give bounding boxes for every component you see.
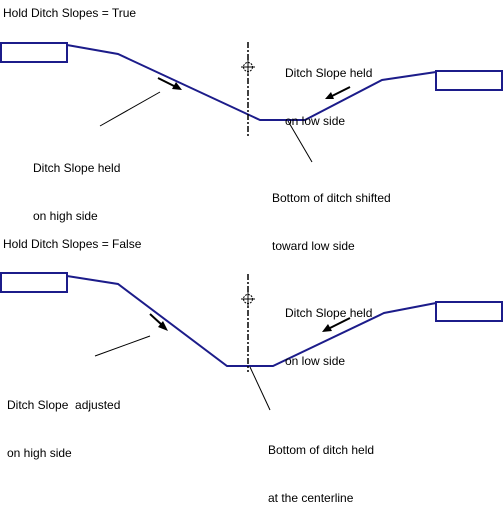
bottom-right-curb bbox=[435, 301, 503, 322]
top-bottom-label: Bottom of ditch shifted toward low side bbox=[272, 158, 391, 270]
bottom-low-side-label: Ditch Slope held on low side bbox=[285, 273, 372, 385]
bottom-high-side-label-line1: Ditch Slope adjusted bbox=[7, 398, 121, 412]
top-diagram bbox=[0, 42, 503, 163]
bottom-low-side-label-line2: on low side bbox=[285, 354, 346, 368]
bottom-bottom-label-line2: at the centerline bbox=[268, 491, 354, 505]
top-bottom-label-line2: toward low side bbox=[272, 239, 355, 253]
top-bottom-label-line1: Bottom of ditch shifted bbox=[272, 191, 391, 205]
top-low-side-label: Ditch Slope held on low side bbox=[285, 33, 372, 145]
top-high-side-arrow-icon bbox=[157, 77, 182, 90]
bottom-low-side-arrow-icon bbox=[322, 317, 351, 332]
bottom-bottom-label: Bottom of ditch held at the centerline bbox=[268, 410, 374, 522]
bottom-title: Hold Ditch Slopes = False bbox=[3, 237, 142, 251]
top-high-side-leader bbox=[99, 91, 161, 127]
bottom-ditch-profile bbox=[66, 275, 437, 367]
top-high-side-label: Ditch Slope held on high side bbox=[33, 128, 120, 240]
bottom-high-side-label-line2: on high side bbox=[7, 446, 72, 460]
top-left-curb bbox=[0, 42, 68, 63]
top-low-side-arrow-icon bbox=[325, 86, 351, 99]
bottom-high-side-label: Ditch Slope adjusted on high side bbox=[7, 365, 120, 477]
bottom-high-side-leader bbox=[94, 335, 151, 357]
bottom-low-side-label-line1: Ditch Slope held bbox=[285, 306, 373, 320]
top-centerline-marker-icon bbox=[241, 60, 255, 74]
bottom-bottom-label-line1: Bottom of ditch held bbox=[268, 443, 375, 457]
bottom-bottom-leader bbox=[249, 366, 271, 411]
bottom-high-side-arrow-icon bbox=[149, 313, 168, 331]
top-right-curb bbox=[435, 70, 503, 91]
top-low-side-label-line1: Ditch Slope held bbox=[285, 66, 373, 80]
bottom-left-curb bbox=[0, 272, 68, 293]
bottom-centerline-marker-icon bbox=[241, 292, 255, 306]
ditch-diagram bbox=[0, 42, 503, 411]
top-high-side-label-line2: on high side bbox=[33, 209, 98, 223]
top-title: Hold Ditch Slopes = True bbox=[3, 6, 137, 20]
top-low-side-label-line2: on low side bbox=[285, 114, 346, 128]
bottom-diagram bbox=[0, 272, 503, 411]
top-ditch-profile bbox=[66, 44, 437, 121]
top-high-side-label-line1: Ditch Slope held bbox=[33, 161, 121, 175]
top-bottom-leader bbox=[287, 120, 313, 163]
